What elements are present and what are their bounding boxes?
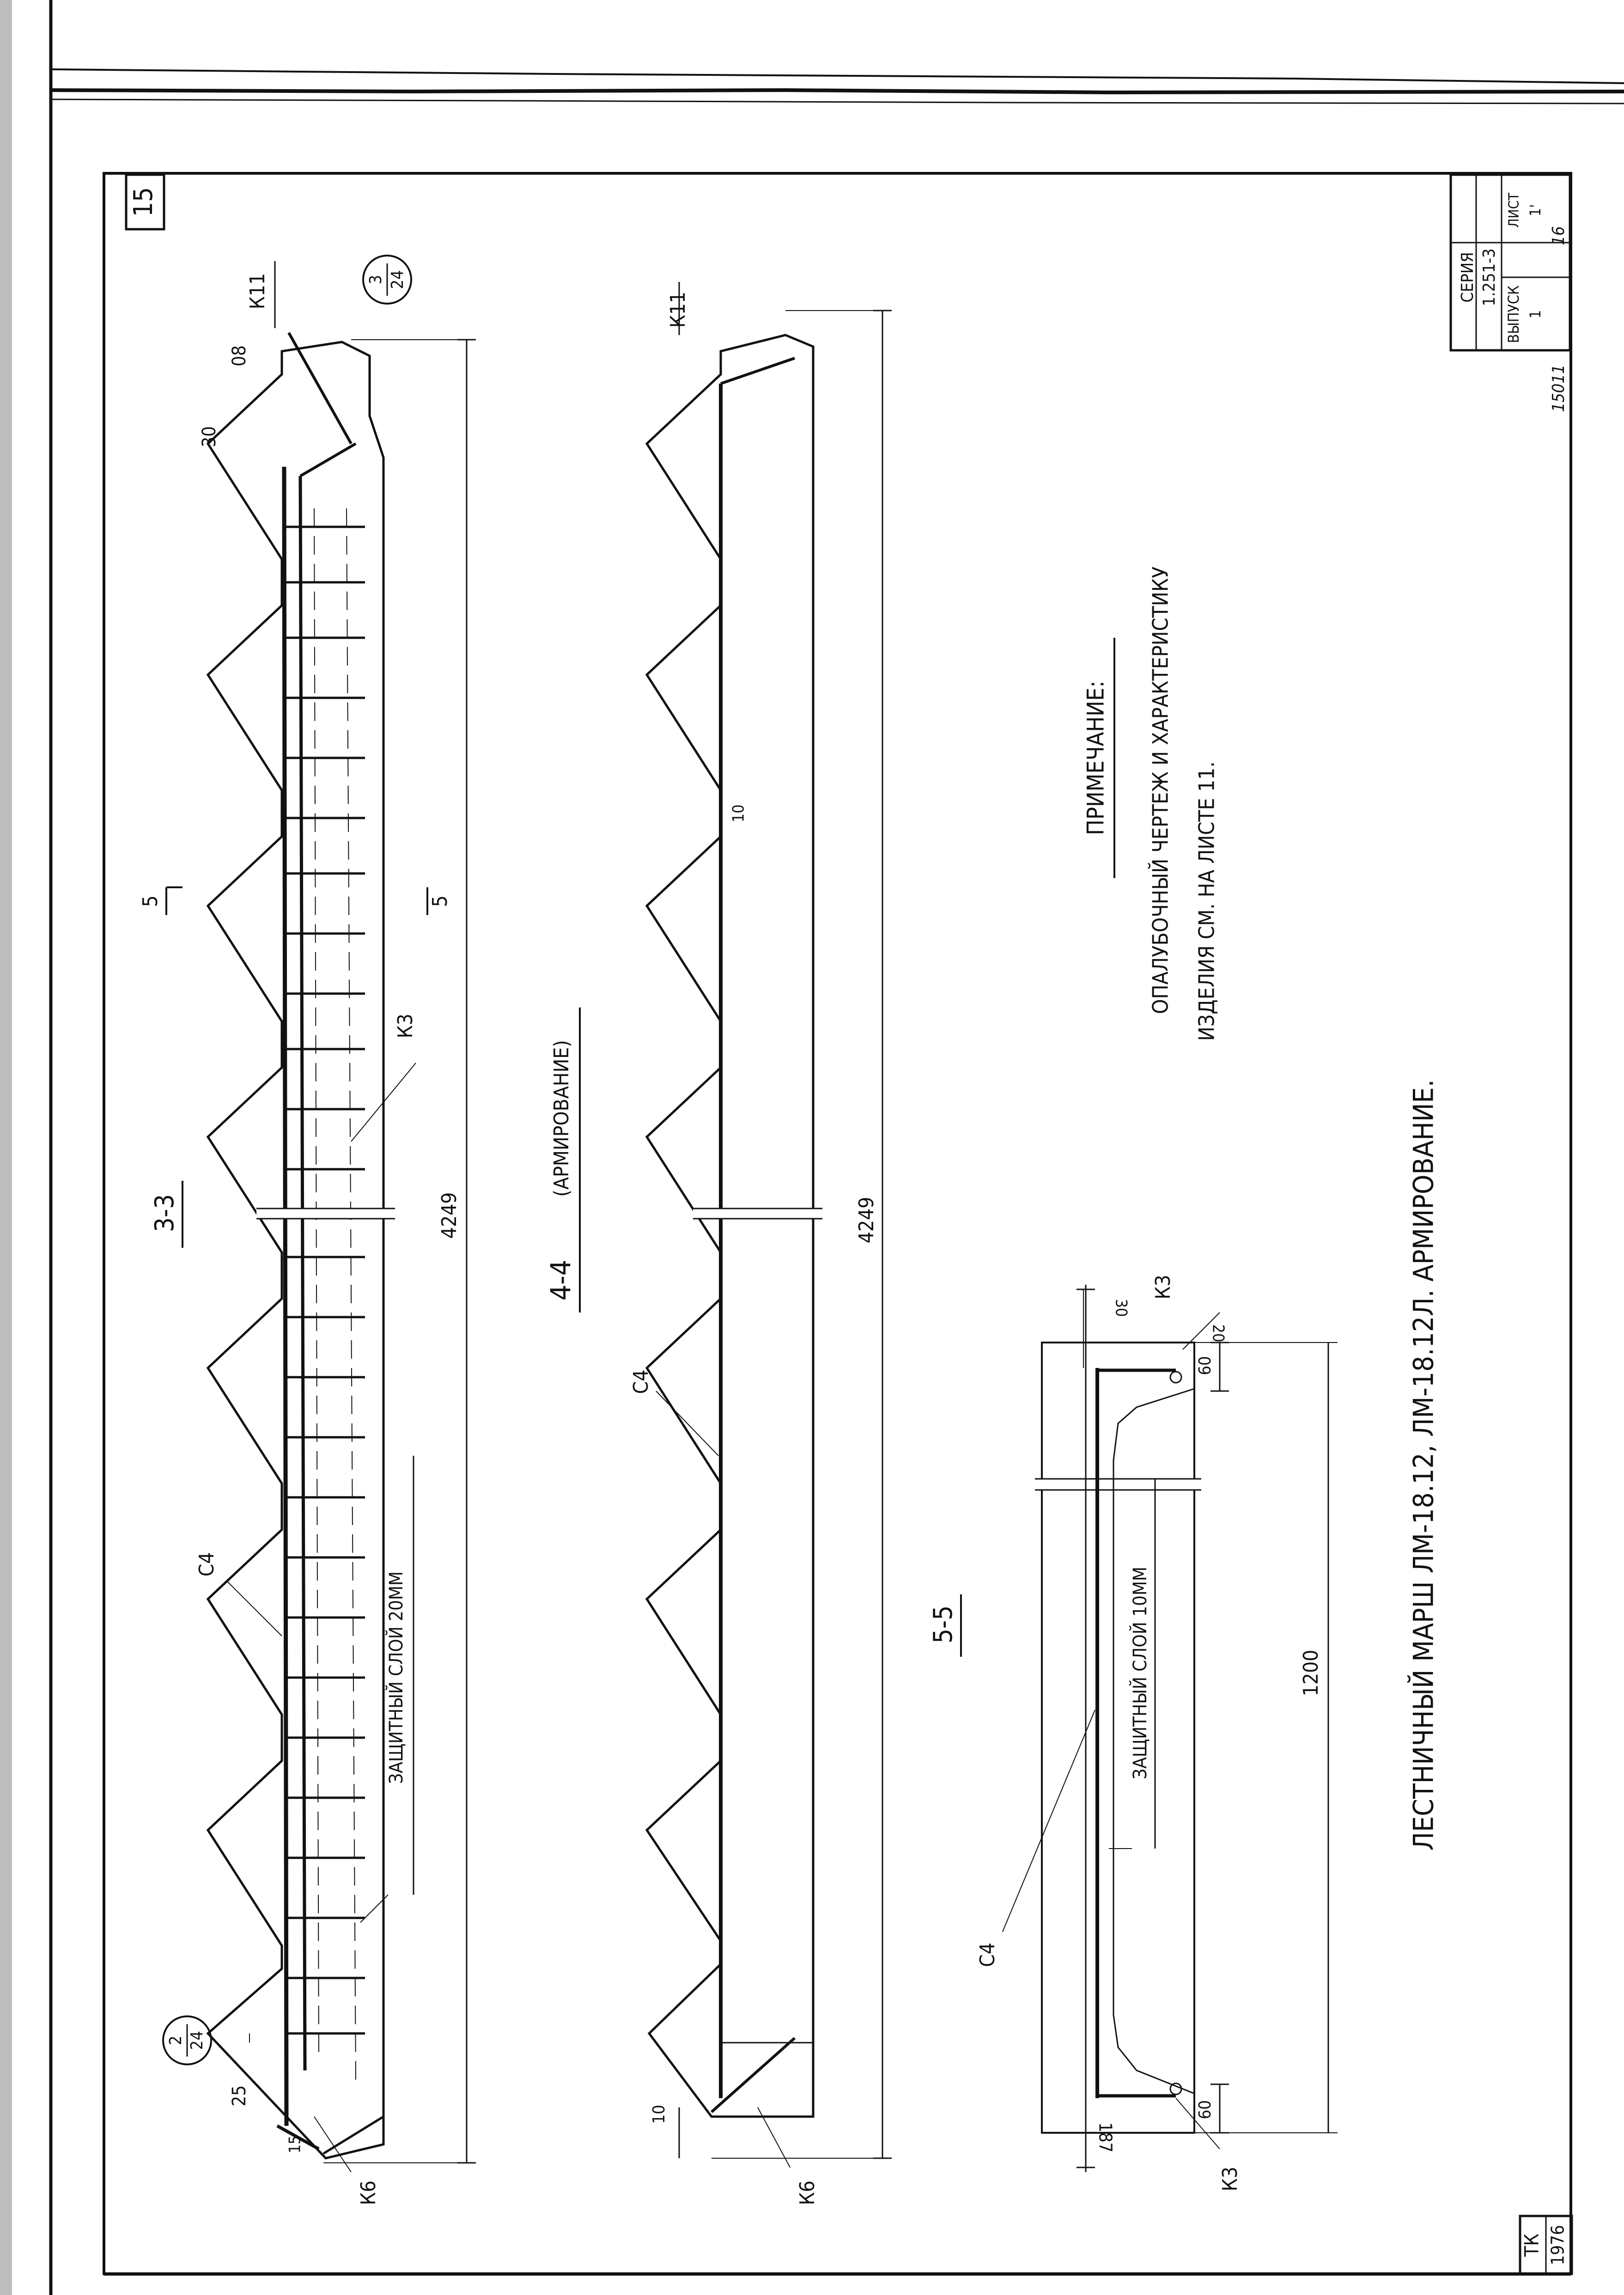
- dim-60-bottom: 60: [1196, 2100, 1215, 2119]
- top-bar-3-3: [282, 466, 289, 2126]
- title-block-top: СЕРИЯ 1.251-3 ВЫПУСК 1 ЛИСТ 1' 15011 16: [1449, 173, 1571, 412]
- dim-height-187: 187: [1095, 2122, 1116, 2152]
- section-4-4-title: 4-4: [545, 1260, 578, 1300]
- svg-text:3: 3: [366, 275, 385, 285]
- section-4-4: [645, 282, 892, 2159]
- section-3-3-title: 3-3: [150, 1194, 180, 1232]
- list-value: 1': [1527, 204, 1544, 216]
- note-line-2: ИЗДЕЛИЯ СМ. НА ЛИСТЕ 11.: [1194, 762, 1219, 1041]
- dim-length-3-3: 4249: [438, 1192, 461, 1239]
- series-value: 1.251-3: [1480, 249, 1499, 306]
- title-text: ЛЕСТНИЧНЫЙ МАРШ ЛМ-18.12, ЛМ-18.12Л. АРМ…: [1407, 1079, 1440, 1850]
- archive-suffix: 16: [1549, 226, 1568, 245]
- dim-15: 15: [286, 2136, 304, 2154]
- label-k6-4-4: К6: [796, 2180, 819, 2205]
- callout-2-24: 2 24: [162, 2015, 212, 2065]
- cover-note-3-3: ЗАЩИТНЫЙ СЛОЙ 20ММ: [385, 1571, 407, 1784]
- dim-30: 30: [199, 426, 220, 447]
- section-5-5-text: 5-5 1200 187 ЗАЩИТНЫЙ СЛОЙ 10ММ С4 К3 К3…: [928, 1275, 1323, 2191]
- svg-text:24: 24: [388, 270, 407, 289]
- dim-20-5-5: 20: [1209, 1325, 1228, 1343]
- section-3-3: [206, 261, 476, 2164]
- dim-30-5-5: 30: [1112, 1299, 1131, 1317]
- series-label: СЕРИЯ: [1458, 252, 1477, 302]
- label-c4-3-3: С4: [195, 1552, 219, 1577]
- dim-length-4-4: 4249: [855, 1197, 878, 1244]
- list-label: ЛИСТ: [1506, 193, 1522, 228]
- dim-60-top: 60: [1196, 1356, 1215, 1375]
- dim-10-a: 10: [730, 805, 748, 823]
- title-block-bottom: ТК 1976: [1519, 2215, 1573, 2275]
- slab-outline-5-5: [1041, 1342, 1195, 2134]
- cover-note-5-5: ЗАЩИТНЫЙ СЛОЙ 10ММ: [1129, 1567, 1151, 1779]
- label-k11-3-3: К11: [246, 273, 269, 309]
- drawing-title: ЛЕСТНИЧНЫЙ МАРШ ЛМ-18.12, ЛМ-18.12Л. АРМ…: [1407, 1079, 1440, 1850]
- cut-mark-5-bottom: 5: [428, 895, 452, 907]
- section-3-3-text: 3-3 4249 ЗАЩИТНЫЙ СЛОЙ 20ММ К11 К3 С4 К6…: [139, 255, 461, 2205]
- archive-number: 15011: [1549, 364, 1568, 412]
- note-block: ПРИМЕЧАНИЕ: ОПАЛУБОЧНЫЙ ЧЕРТЕЖ И ХАРАКТЕ…: [1083, 567, 1219, 1041]
- dim-25: 25: [229, 2085, 250, 2106]
- org-code: ТК: [1521, 2234, 1543, 2257]
- label-k3-5-5-bottom: К3: [1218, 2167, 1242, 2191]
- stair-outline-4-4: [645, 334, 815, 2118]
- page-number-box: 15: [125, 173, 165, 231]
- label-k11-4-4: К11: [666, 292, 690, 328]
- note-line-1: ОПАЛУБОЧНЫЙ ЧЕРТЕЖ И ХАРАКТЕРИСТИКУ: [1148, 567, 1173, 1014]
- callout-3-24: 3 24: [362, 255, 412, 305]
- stair-outline-3-3: [206, 341, 385, 2160]
- issue-value: 1: [1527, 310, 1544, 318]
- label-k3-3-3: К3: [394, 1013, 417, 1038]
- svg-text:24: 24: [188, 2031, 207, 2050]
- label-k3-5-5-top: К3: [1151, 1275, 1175, 1299]
- issue-label: ВЫПУСК: [1505, 286, 1522, 343]
- dim-80: 08: [229, 345, 250, 366]
- dim-width-1200: 1200: [1299, 1650, 1323, 1697]
- label-c4-4-4: С4: [629, 1370, 653, 1394]
- section-5-5: [1035, 1285, 1338, 2134]
- dim-10-b: 10: [650, 2105, 669, 2124]
- section-4-4-subtitle: (АРМИРОВАНИЕ): [550, 1040, 573, 1196]
- note-heading: ПРИМЕЧАНИЕ:: [1083, 681, 1109, 836]
- stirrups-3-3: [286, 525, 365, 2035]
- year: 1976: [1548, 2225, 1568, 2265]
- section-5-5-title: 5-5: [928, 1605, 958, 1643]
- label-c4-5-5: С4: [976, 1943, 999, 1967]
- cut-mark-5-top: 5: [139, 895, 162, 907]
- page-number: 15: [128, 187, 158, 217]
- section-4-4-text: 4-4 (АРМИРОВАНИЕ) 4249 К11 С4 К6 10 10: [545, 292, 878, 2205]
- label-k6-3-3: К6: [357, 2180, 380, 2205]
- bottom-bar-3-3: [298, 476, 307, 2071]
- section-5-5-dims: [1077, 1285, 1229, 2172]
- svg-text:2: 2: [166, 2036, 185, 2045]
